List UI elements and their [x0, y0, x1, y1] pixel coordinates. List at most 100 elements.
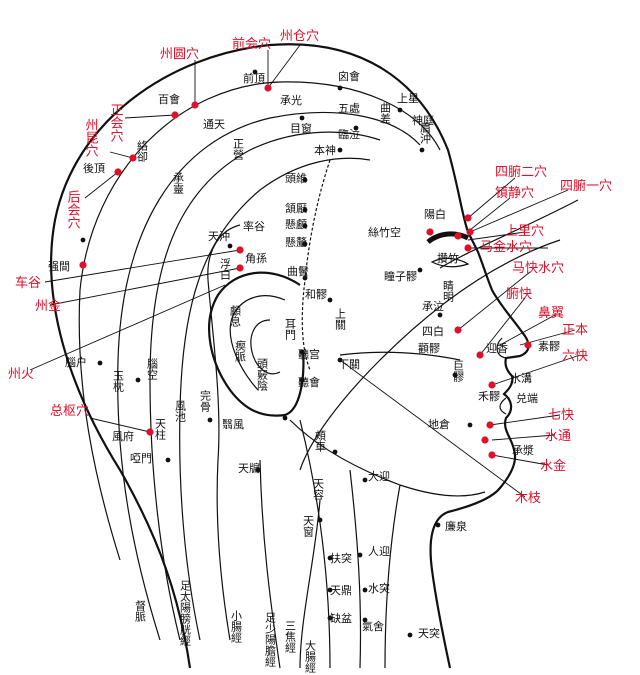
- point-red: [464, 244, 472, 252]
- point-black: [299, 377, 305, 383]
- label-ting-gong: 聽宫: [298, 347, 320, 361]
- label-zhou-kun: 州昆穴: [83, 118, 99, 157]
- point-black: [302, 207, 308, 213]
- face-diagonal: [299, 239, 561, 471]
- label-meridian-taiyang: 足太陽膀胱經: [179, 580, 192, 646]
- label-ju-liao: 巨髎: [452, 360, 465, 383]
- point-black: [299, 115, 305, 121]
- label-tian-chong: 天沖: [208, 230, 230, 243]
- label-meridian-xiaochang: 小腸經: [230, 610, 243, 643]
- point-black: [97, 360, 103, 366]
- meridian-line-4: [179, 157, 371, 641]
- label-shui-jin: 水金: [540, 458, 566, 474]
- label-si-bai: 四白: [422, 324, 444, 338]
- face-diagonal-2: [439, 199, 579, 269]
- black-labels: 前頂 囟會 上星 百會 承光 五處 神庭 通天 目窗 臨泣 本神 後頂 頭維 頷…: [48, 69, 560, 640]
- point-black: [302, 177, 308, 183]
- red-vertical-labels: 正会穴 州昆穴 后会穴: [65, 103, 124, 229]
- label-que-pen: 缺盆: [330, 611, 352, 625]
- label-shang-guan: 上關: [334, 308, 347, 331]
- label-tou-qiao-yin: 頭竅陰: [256, 358, 269, 392]
- label-shuai-gu: 率谷: [243, 219, 265, 233]
- label-cheng-ling: 承靈: [172, 172, 185, 194]
- label-qu-cha: 曲差: [379, 102, 392, 124]
- point-black: [327, 615, 333, 621]
- label-xuan-li: 懸釐: [285, 235, 307, 249]
- point-red: [524, 341, 532, 349]
- point-red: [486, 421, 494, 429]
- point-black: [252, 69, 258, 75]
- label-hou-ding: 後頂: [83, 161, 105, 175]
- label-zhen-jing: 镇静穴: [495, 186, 534, 201]
- point-black: [357, 552, 363, 558]
- ear-inner: [229, 295, 286, 391]
- meridian-line-2: [117, 111, 421, 641]
- label-si-zhu-kong: 絲竹空: [368, 225, 401, 239]
- point-red: [129, 154, 137, 162]
- label-fu-kuai: 腑快: [506, 286, 532, 302]
- label-shang-li: 上里穴: [505, 224, 544, 239]
- meridian-line-1: [78, 81, 441, 561]
- label-hou-hui: 后会穴: [65, 190, 81, 229]
- label-tong-tian: 通天: [203, 118, 225, 131]
- label-da-ying: 大迎: [368, 469, 390, 483]
- point-black: [327, 297, 333, 303]
- label-meridian-shaoyang: 足少陽膽經: [264, 612, 277, 667]
- point-black: [353, 125, 359, 131]
- point-black: [255, 467, 261, 473]
- point-black: [435, 522, 441, 528]
- label-tian-ding: 天鼎: [330, 584, 352, 597]
- label-shui-gou: 水溝: [510, 372, 532, 385]
- label-xia-guan: 下關: [338, 358, 360, 371]
- label-dui-duan: 兑端: [516, 391, 538, 405]
- point-black: [207, 417, 213, 423]
- label-qi-she: 氣舍: [362, 619, 384, 633]
- eye: [430, 257, 470, 268]
- point-red: [488, 451, 496, 459]
- label-xuan-lu: 懸顱: [285, 217, 307, 231]
- point-black: [362, 477, 368, 483]
- label-zong-shu: 总枢穴: [50, 404, 89, 419]
- label-qu-bin: 曲鬢: [287, 264, 309, 278]
- point-black: [397, 107, 403, 113]
- neck-line-2: [349, 469, 362, 669]
- label-yang-bai: 陽白: [424, 207, 446, 221]
- neck-line-5: [299, 499, 321, 669]
- label-tian-you: 天牖: [238, 462, 260, 475]
- label-che-gu: 车谷: [15, 275, 41, 291]
- jaw-line: [289, 419, 486, 497]
- lips: [499, 397, 507, 415]
- label-ben-shen: 本神: [314, 143, 336, 157]
- eyebrow: [426, 231, 470, 245]
- point-red: [171, 111, 179, 119]
- label-fu-bai: 浮白: [219, 258, 232, 280]
- point-black: [327, 555, 333, 561]
- label-ting-hui: 聽會: [298, 375, 320, 389]
- label-zhou-jin: 州金: [35, 298, 61, 314]
- label-tou-wei: 頭維: [285, 172, 307, 185]
- label-si-feng-yi: 四腑一穴: [560, 178, 612, 194]
- label-cheng-guang: 承光: [280, 93, 302, 107]
- label-liu-kuai: 六快: [562, 349, 588, 364]
- label-ma-jin-shui: 马金水穴: [480, 239, 532, 255]
- point-black: [165, 457, 171, 463]
- red-labels: 州圆穴 前会穴 州仓穴 车谷 州金 州火 总枢穴 四腑二穴 镇静穴 四腑一穴 上…: [8, 29, 612, 506]
- label-bai-hui: 百會: [158, 92, 180, 106]
- label-er-men: 耳門: [284, 318, 297, 341]
- meridian-line-3: [149, 131, 381, 641]
- label-zhou-huo: 州火: [8, 367, 34, 382]
- label-di-cang: 地倉: [428, 417, 450, 431]
- label-tian-zhu: 天柱: [154, 418, 167, 441]
- label-fu-tu: 扶突: [330, 551, 352, 565]
- label-feng-chi: 風池: [174, 400, 187, 422]
- point-black: [407, 632, 413, 638]
- label-lian-quan: 廉泉: [445, 519, 467, 533]
- label-zhou-yuan: 州圆穴: [160, 47, 199, 62]
- label-meridian-sanjiao: 三焦經: [284, 620, 297, 653]
- label-jiao-sun: 角孫: [245, 252, 267, 265]
- point-red: [454, 232, 462, 240]
- head-outline: [50, 43, 530, 669]
- label-mu-chuang: 目窗: [290, 121, 312, 135]
- leader-lines: [29, 44, 581, 498]
